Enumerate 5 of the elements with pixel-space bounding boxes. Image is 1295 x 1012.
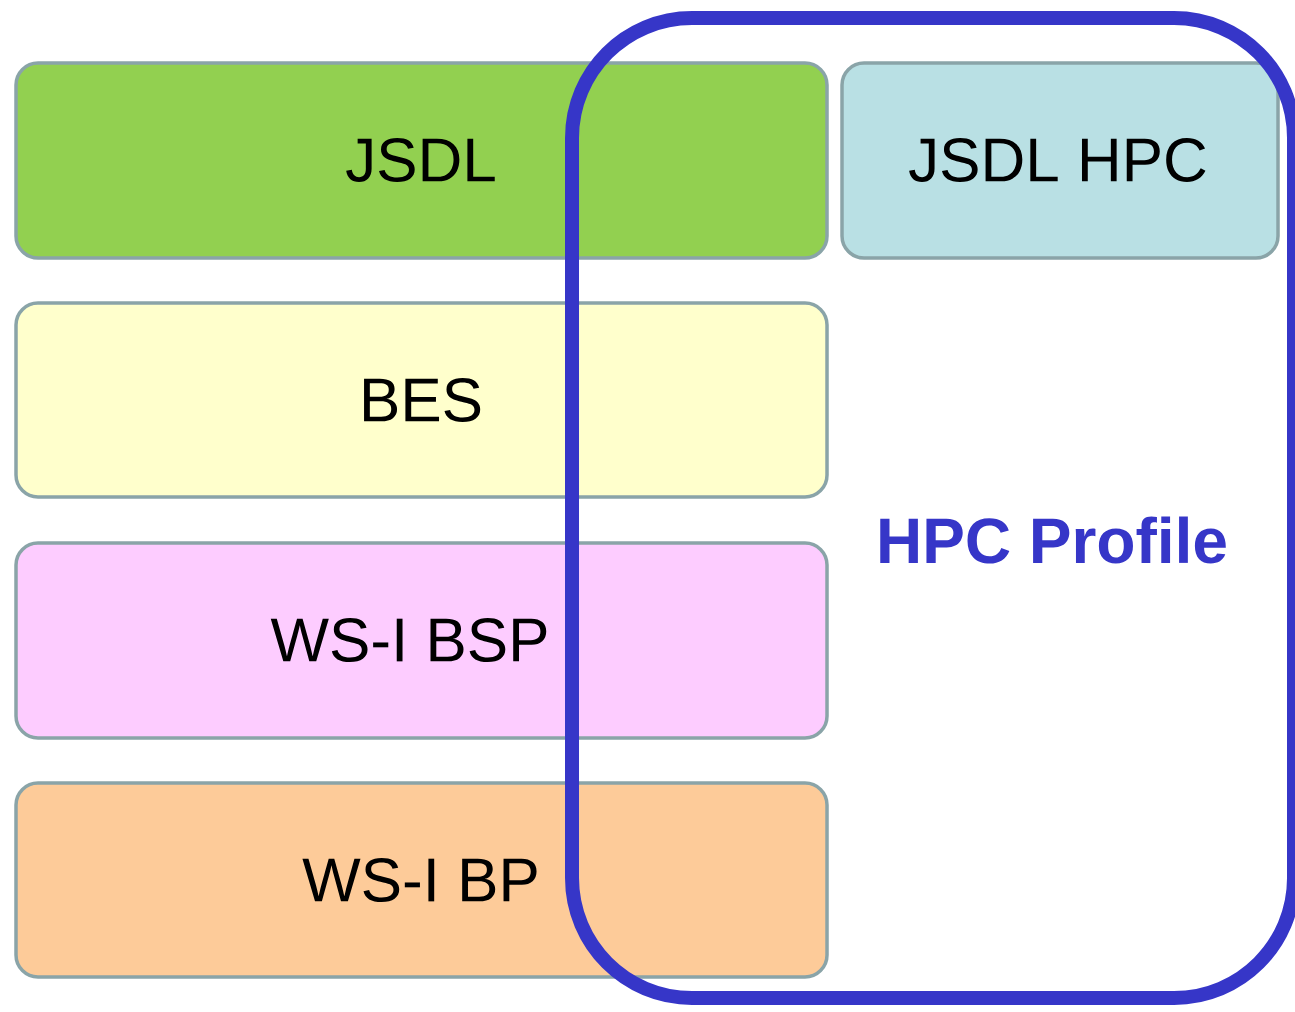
layer-box: JSDL HPC xyxy=(840,61,1280,260)
layer-box: BES xyxy=(14,301,829,499)
layer-box: WS-I BP xyxy=(14,781,829,979)
layer-box: JSDL xyxy=(14,61,829,260)
layer-box: WS-I BSP xyxy=(14,541,829,740)
